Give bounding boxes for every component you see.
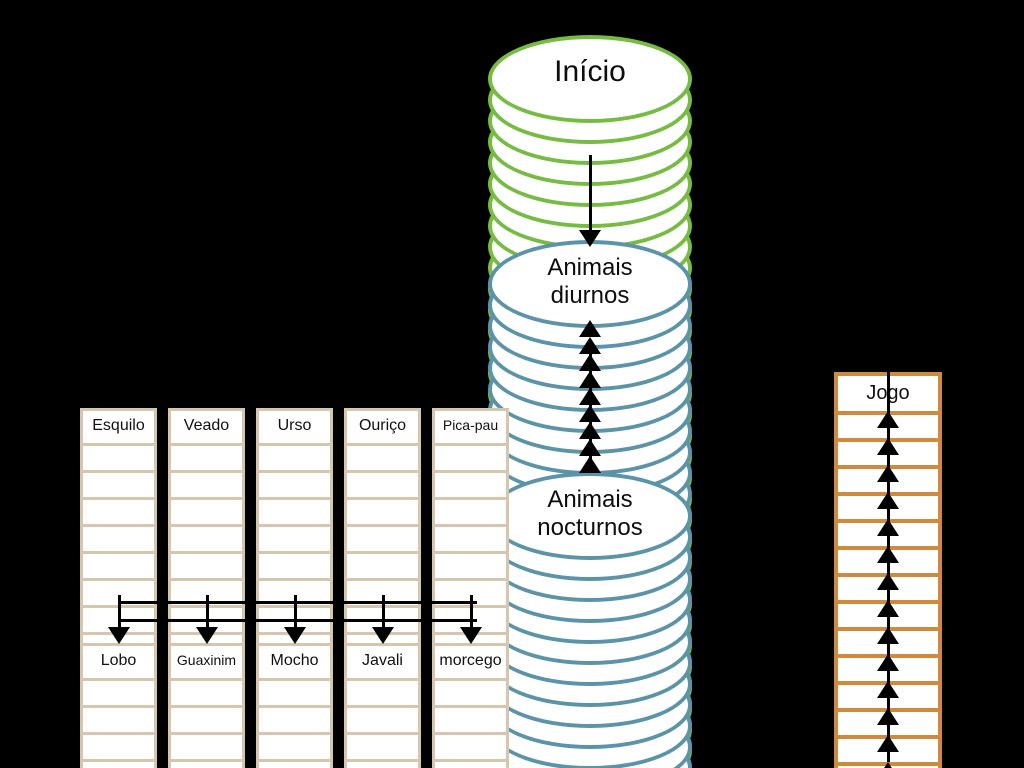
card-slice [256, 408, 333, 446]
connector-line [469, 595, 473, 629]
card-slice [168, 643, 245, 681]
arrow-up-icon [579, 337, 601, 354]
card-slice [80, 408, 157, 446]
arrow-up-icon [877, 519, 899, 536]
connector-line [470, 601, 477, 604]
connector-line [381, 595, 385, 629]
arrow-up-icon [877, 627, 899, 644]
arrow-up-icon [877, 681, 899, 698]
column-nocturnal-lobo[interactable]: Lobo [80, 0, 157, 768]
arrow-up-icon [579, 388, 601, 405]
connector-line [293, 595, 297, 629]
connector-line [118, 619, 207, 622]
card-slice [80, 643, 157, 681]
connector-line [294, 601, 383, 604]
connector-line [382, 619, 471, 622]
arrow-up-icon [579, 320, 601, 337]
card-slice [168, 408, 245, 446]
arrow-up-icon [579, 371, 601, 388]
arrow-up-icon [877, 546, 899, 563]
arrow-up-icon [877, 762, 899, 768]
connector-line [205, 595, 209, 629]
arrow-up-icon [877, 600, 899, 617]
connector-line [117, 595, 121, 629]
arrow-up-icon [877, 438, 899, 455]
arrow-up-icon [579, 405, 601, 422]
connector-line [294, 619, 383, 622]
connector-line [118, 601, 207, 604]
arrow-up-icon [579, 439, 601, 456]
arrow-up-icon [877, 465, 899, 482]
connector-line [206, 601, 295, 604]
arrow-up-icon [877, 708, 899, 725]
connector-line [589, 155, 592, 230]
card-slice [344, 643, 421, 681]
connector-line [470, 619, 477, 622]
arrow-down-icon [579, 230, 601, 247]
column-nocturnal-mocho[interactable]: Mocho [256, 0, 333, 768]
arrow-down-icon [283, 627, 306, 644]
arrow-up-icon [579, 354, 601, 371]
ellipse-slice [488, 35, 692, 123]
card-slice [432, 643, 509, 681]
arrow-down-icon [371, 627, 394, 644]
node-animais-nocturnos[interactable]: Animais nocturnos [488, 0, 692, 768]
card-slice [256, 643, 333, 681]
connector-line [887, 366, 890, 762]
arrow-up-icon [877, 411, 899, 428]
arrow-down-icon [107, 627, 130, 644]
card-slice [344, 408, 421, 446]
arrow-up-icon [579, 456, 601, 473]
arrow-down-icon [195, 627, 218, 644]
arrow-up-icon [877, 573, 899, 590]
card-slice [432, 408, 509, 446]
ellipse-slice [488, 472, 692, 560]
column-nocturnal-guaxinim[interactable]: Guaxinim [168, 0, 245, 768]
column-nocturnal-morcego[interactable]: morcego [432, 0, 509, 768]
arrow-up-icon [877, 735, 899, 752]
arrow-up-icon [877, 654, 899, 671]
connector-line [206, 619, 295, 622]
arrow-up-icon [579, 422, 601, 439]
column-diurnal-ouriço[interactable]: Ouriço [344, 0, 421, 768]
arrow-down-icon [459, 627, 482, 644]
column-nocturnal-javali[interactable]: Javali [344, 0, 421, 768]
arrow-up-icon [877, 492, 899, 509]
connector-line [382, 601, 471, 604]
